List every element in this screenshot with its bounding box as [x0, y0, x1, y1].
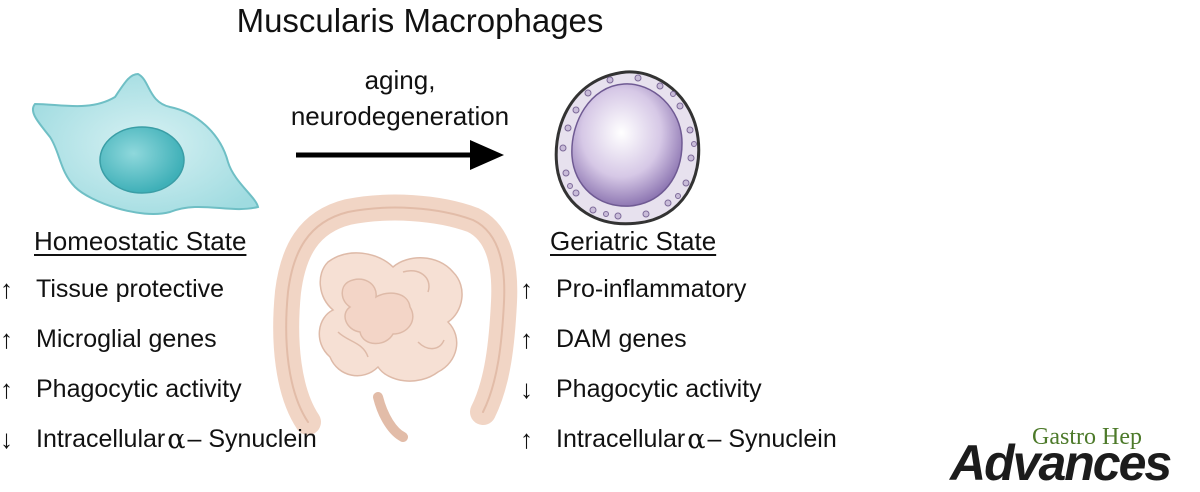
geriatric-item-text: DAM genes [556, 324, 687, 353]
alpha-symbol: α [167, 423, 186, 455]
homeostatic-item-text-suffix: – Synuclein [187, 424, 317, 453]
down-arrow-icon: ↓ [0, 423, 13, 454]
homeostatic-state-heading: Homeostatic State [34, 226, 247, 256]
up-arrow-icon: ↑ [520, 273, 533, 304]
alpha-symbol: α [687, 423, 706, 455]
down-arrow-icon: ↓ [520, 373, 533, 404]
up-arrow-icon: ↑ [0, 323, 13, 354]
geriatric-item-text: Intracellular [556, 424, 686, 453]
homeostatic-item: ↑ Microglial genes [0, 319, 317, 359]
intestine-illustration [273, 194, 518, 442]
figure-title: Muscularis Macrophages [236, 2, 604, 39]
up-arrow-icon: ↑ [0, 373, 13, 404]
geriatric-state-panel: Geriatric State ↑ Pro-inflammatory ↑ DAM… [520, 226, 837, 459]
geriatric-item-text-suffix: – Synuclein [707, 424, 837, 453]
homeostatic-item-text: Tissue protective [36, 274, 225, 303]
geriatric-item-text: Phagocytic activity [556, 374, 762, 403]
homeostatic-state-panel: Homeostatic State ↑ Tissue protective ↑ … [0, 226, 317, 459]
homeostatic-item-text: Phagocytic activity [36, 374, 242, 403]
geriatric-item-text: Pro-inflammatory [556, 274, 747, 303]
homeostatic-item: ↑ Tissue protective [0, 269, 317, 309]
up-arrow-icon: ↑ [0, 273, 13, 304]
geriatric-item: ↑ Intracellular α – Synuclein [520, 419, 837, 459]
transition-label-line1: aging, [364, 65, 436, 95]
logo-main-text: Advances [950, 435, 1172, 491]
geriatric-macrophage-illustration [554, 70, 701, 226]
journal-logo: Gastro Hep Advances [950, 424, 1190, 491]
homeostatic-item-text: Intracellular [36, 424, 166, 453]
homeostatic-macrophage-illustration [31, 72, 260, 215]
geriatric-item: ↓ Phagocytic activity [520, 369, 837, 409]
geriatric-item: ↑ Pro-inflammatory [520, 269, 837, 309]
up-arrow-icon: ↑ [520, 423, 533, 454]
up-arrow-icon: ↑ [520, 323, 533, 354]
homeostatic-item: ↑ Phagocytic activity [0, 369, 317, 409]
geriatric-item: ↑ DAM genes [520, 319, 837, 359]
homeostatic-item: ↓ Intracellular α – Synuclein [0, 419, 317, 459]
homeostatic-item-text: Microglial genes [36, 324, 217, 353]
logo-top-text: Gastro Hep [1032, 424, 1142, 450]
transition-label-line2: neurodegeneration [290, 101, 510, 131]
transition-label: aging, neurodegeneration [270, 62, 530, 134]
transition-arrow [296, 140, 504, 170]
geriatric-state-heading: Geriatric State [550, 226, 717, 256]
